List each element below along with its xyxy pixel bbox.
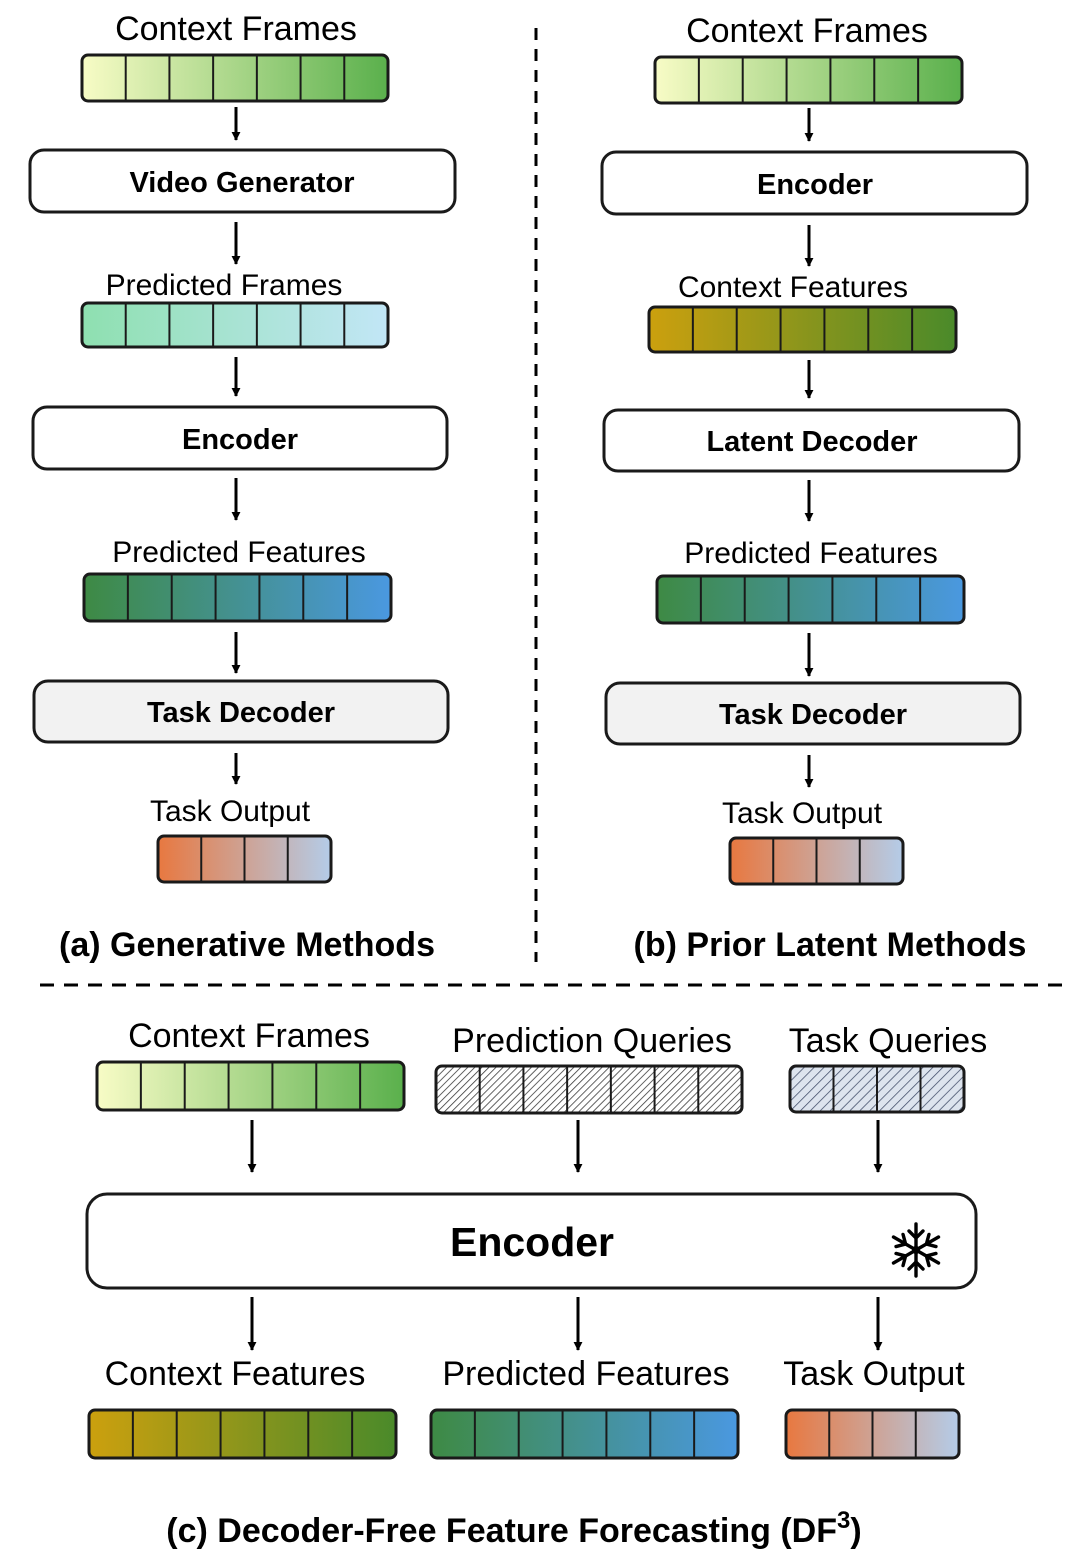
predicted-features-strip <box>429 1408 740 1460</box>
context-features-strip <box>647 305 958 354</box>
caption-superscript: 3 <box>837 1507 850 1534</box>
latent-decoder-label: Latent Decoder <box>706 426 917 458</box>
predicted-features-strip <box>655 574 966 625</box>
video-generator-label: Video Generator <box>129 167 354 199</box>
predicted-features-strip <box>82 572 393 623</box>
task-decoder-box <box>32 679 450 744</box>
strip-body <box>434 1064 744 1115</box>
video-generator-box <box>28 148 457 214</box>
context-frames-strip <box>95 1060 406 1112</box>
encoder-label: Encoder <box>182 424 298 456</box>
encoder-label: Encoder <box>757 169 873 201</box>
task-queries-label: Task Queries <box>789 1022 987 1060</box>
context-frames-label: Context Frames <box>115 10 357 48</box>
task-decoder-box <box>604 681 1022 746</box>
context-features-label: Context Features <box>105 1355 366 1393</box>
context-features-strip <box>87 1408 398 1460</box>
task-output-strip <box>156 834 333 884</box>
panel-b: Context Frames Encoder Context Features … <box>600 12 1029 964</box>
strip-body <box>80 301 390 349</box>
strip-body <box>80 53 390 103</box>
predicted-features-label: Predicted Features <box>684 537 937 570</box>
strip-body <box>653 55 964 105</box>
predicted-features-label: Predicted Features <box>112 536 365 569</box>
predicted-frames-label: Predicted Frames <box>106 269 343 302</box>
task-queries-strip <box>788 1064 966 1114</box>
caption-main: (c) Decoder-Free Feature Forecasting (DF <box>166 1512 837 1550</box>
task-output-label: Task Output <box>783 1355 965 1393</box>
encoder-box <box>600 150 1029 216</box>
predicted-frames-strip <box>80 301 390 349</box>
task-decoder-label: Task Decoder <box>719 699 907 731</box>
predicted-features-label: Predicted Features <box>442 1355 729 1393</box>
context-features-label: Context Features <box>678 271 908 304</box>
strip-body <box>95 1060 406 1112</box>
task-output-strip <box>784 1408 961 1460</box>
strip-body <box>87 1408 398 1460</box>
strip-body <box>647 305 958 354</box>
task-output-strip <box>728 836 905 886</box>
encoder-box <box>31 405 449 471</box>
encoder-label: Encoder <box>450 1219 614 1265</box>
panel-c-caption: (c) Decoder-Free Feature Forecasting (DF… <box>166 1507 861 1550</box>
prediction-queries-strip <box>434 1064 744 1115</box>
context-frames-label: Context Frames <box>686 12 928 50</box>
task-output-label: Task Output <box>722 797 883 830</box>
latent-decoder-box <box>602 408 1021 473</box>
encoder-box <box>85 1192 978 1290</box>
strip-body <box>82 572 393 623</box>
panel-a-caption: (a) Generative Methods <box>59 926 435 964</box>
panel-c: Context Frames Prediction Queries Task Q… <box>85 1017 987 1550</box>
task-decoder-label: Task Decoder <box>147 697 335 729</box>
strip-body <box>429 1408 740 1460</box>
panel-a: Context Frames Video Generator Predicted… <box>28 10 457 964</box>
context-frames-strip <box>80 53 390 103</box>
panel-b-caption: (b) Prior Latent Methods <box>634 926 1027 964</box>
prediction-queries-label: Prediction Queries <box>452 1022 732 1060</box>
task-output-label: Task Output <box>150 795 311 828</box>
snowflake-icon <box>891 1222 941 1278</box>
context-frames-strip <box>653 55 964 105</box>
context-frames-label: Context Frames <box>128 1017 370 1055</box>
strip-body <box>655 574 966 625</box>
caption-close: ) <box>850 1512 861 1550</box>
